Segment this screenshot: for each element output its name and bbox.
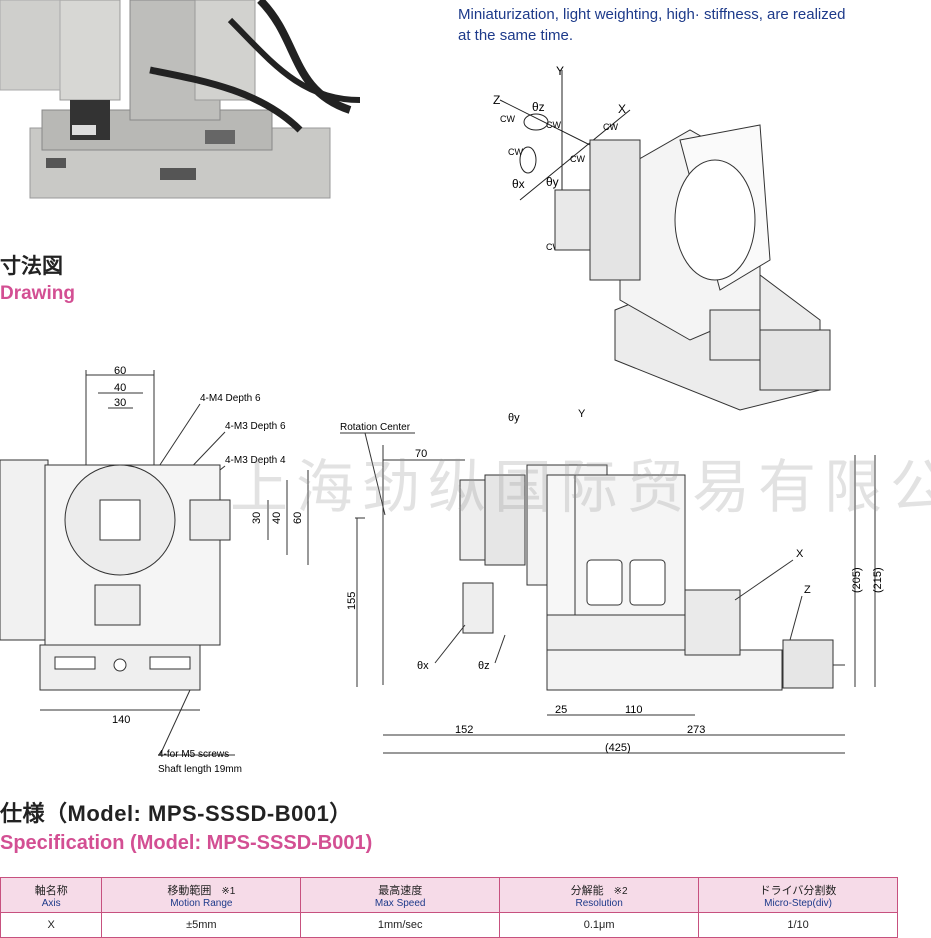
label-y: Y bbox=[578, 408, 586, 420]
drawing-title-jp: 寸法図 bbox=[0, 255, 63, 278]
col-micro-step: ドライバ分割数 Micro-Step(div) bbox=[698, 877, 898, 913]
hole-m3a-label: 4-M3 Depth 6 bbox=[225, 421, 286, 432]
dim-40: 40 bbox=[114, 382, 126, 394]
cw-label: CW bbox=[546, 242, 561, 252]
screw-label-2: Shaft length 19mm bbox=[158, 764, 242, 775]
drawing-title-en: Drawing bbox=[0, 283, 75, 304]
label-z: Z bbox=[804, 584, 811, 596]
dim-25: 25 bbox=[555, 704, 567, 716]
label-theta-z: θz bbox=[478, 660, 490, 672]
spec-title-jp: 仕様（Model: MPS-SSSD-B001） bbox=[0, 801, 352, 826]
spec-table: 軸名称 Axis 移動範囲※1 Motion Range 最高速度 Max Sp… bbox=[0, 877, 898, 938]
cw-label: CW bbox=[570, 154, 585, 164]
dim-70: 70 bbox=[415, 448, 427, 460]
col-resolution: 分解能※2 Resolution bbox=[499, 877, 700, 913]
stage-3d-illustration: Y X Z θz θx θy CW CW CW CW CW CW bbox=[493, 64, 831, 411]
hole-m3b-label: 4-M3 Depth 4 bbox=[225, 455, 286, 466]
stage-photo bbox=[0, 0, 420, 215]
drawing-left-view: 60 40 30 4-M4 Depth 6 4-M3 Depth 6 4-M3 … bbox=[0, 365, 309, 775]
dim-273: 273 bbox=[687, 724, 705, 736]
dim-215: (215) bbox=[872, 567, 884, 593]
screw-label-1: 4-for M5 screws bbox=[158, 749, 229, 760]
axis-3d-z: Z bbox=[493, 93, 500, 107]
table-row: X ±5mm 1mm/sec 0.1μm 1/10 bbox=[0, 912, 898, 938]
cell-resolution: 0.1μm bbox=[499, 912, 700, 938]
spec-title-en: Specification (Model: MPS-SSSD-B001) bbox=[0, 832, 373, 854]
axis-3d-theta-z: θz bbox=[532, 100, 545, 114]
cell-motion-range: ±5mm bbox=[101, 912, 302, 938]
col-max-speed: 最高速度 Max Speed bbox=[300, 877, 501, 913]
spec-header-row: 軸名称 Axis 移動範囲※1 Motion Range 最高速度 Max Sp… bbox=[0, 877, 898, 913]
dim-155: 155 bbox=[346, 592, 358, 610]
label-theta-y: θy bbox=[508, 412, 520, 424]
watermark: 上海劲纵国际贸易有限公司 bbox=[230, 453, 931, 521]
dim-30: 30 bbox=[114, 397, 126, 409]
rotation-center-label: Rotation Center bbox=[340, 422, 411, 433]
label-x: X bbox=[796, 548, 804, 560]
cw-label: CW bbox=[603, 122, 618, 132]
axis-3d-theta-x: θx bbox=[512, 177, 525, 191]
dim-v30: 30 bbox=[251, 512, 263, 524]
cell-micro-step: 1/10 bbox=[698, 912, 898, 938]
dim-425: (425) bbox=[605, 742, 631, 754]
cell-max-speed: 1mm/sec bbox=[300, 912, 501, 938]
dim-v60: 60 bbox=[292, 512, 304, 524]
dim-140: 140 bbox=[112, 714, 130, 726]
axis-3d-x: X bbox=[618, 102, 626, 116]
label-theta-x: θx bbox=[417, 660, 429, 672]
intro-line-2: at the same time. bbox=[458, 27, 574, 44]
dim-v40: 40 bbox=[271, 512, 283, 524]
hole-m4-label: 4-M4 Depth 6 bbox=[200, 393, 261, 404]
dim-60: 60 bbox=[114, 365, 126, 377]
dim-110: 110 bbox=[625, 704, 643, 716]
drawing-right-view: Rotation Center 70 θy Y 155 X Z θx θz (2… bbox=[340, 408, 884, 754]
intro-text: Miniaturization, light weighting, high· … bbox=[458, 4, 918, 46]
cw-label: CW bbox=[500, 114, 515, 124]
col-motion-range: 移動範囲※1 Motion Range bbox=[101, 877, 302, 913]
cw-label: CW bbox=[508, 147, 523, 157]
col-axis: 軸名称 Axis bbox=[0, 877, 103, 913]
cell-axis: X bbox=[0, 912, 103, 938]
dim-205: (205) bbox=[851, 567, 863, 593]
cw-label: CW bbox=[546, 120, 561, 130]
intro-line-1: Miniaturization, light weighting, high· … bbox=[458, 6, 846, 23]
axis-3d-y: Y bbox=[556, 64, 564, 78]
axis-3d-theta-y: θy bbox=[546, 175, 559, 189]
dim-152: 152 bbox=[455, 724, 473, 736]
